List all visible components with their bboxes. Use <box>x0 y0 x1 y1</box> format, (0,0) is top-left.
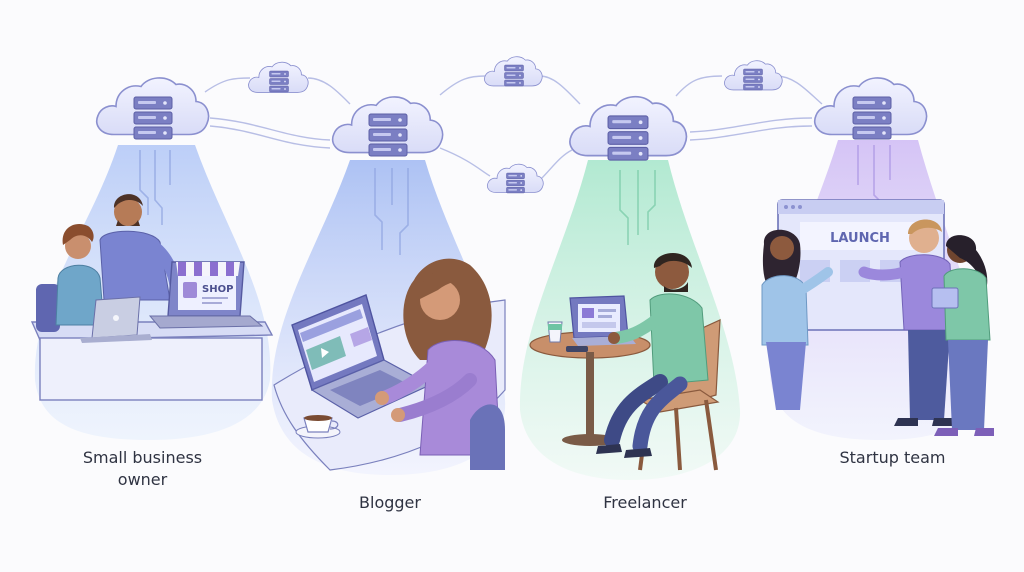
coffee-cup-icon <box>295 415 341 439</box>
store-awning-icon <box>176 262 240 276</box>
scene-startup-team: LAUNCH <box>761 199 994 436</box>
caption-blogger: Blogger <box>320 492 460 514</box>
video-play-icon <box>321 348 329 358</box>
cloud-server-icon <box>486 163 544 194</box>
cloud-server-icon <box>331 96 444 157</box>
scene-freelancer <box>529 252 721 471</box>
cloud-server-icon <box>248 61 309 93</box>
cloud-server-icon <box>484 56 543 87</box>
launch-sign: LAUNCH <box>830 231 890 246</box>
cloud-server-icon <box>569 95 688 161</box>
cloud-server-icon <box>813 77 928 140</box>
caption-line: Blogger <box>359 493 421 512</box>
caption-startup-team: Startup team <box>805 447 980 469</box>
caption-freelancer: Freelancer <box>570 492 720 514</box>
caption-small-business-owner: Small business owner <box>55 447 230 491</box>
light-beam-3 <box>519 160 741 480</box>
cloud-server-icon <box>95 77 210 140</box>
cloud-server-icon <box>724 60 783 91</box>
caption-line: owner <box>117 470 168 489</box>
caption-line: Small business <box>82 448 203 467</box>
caption-line: Startup team <box>839 448 946 467</box>
scene-blogger <box>273 258 506 471</box>
network-connections <box>204 75 823 181</box>
scene-small-business: SHOP <box>30 194 274 401</box>
shop-sign: SHOP <box>202 284 233 295</box>
caption-line: Freelancer <box>603 493 687 512</box>
